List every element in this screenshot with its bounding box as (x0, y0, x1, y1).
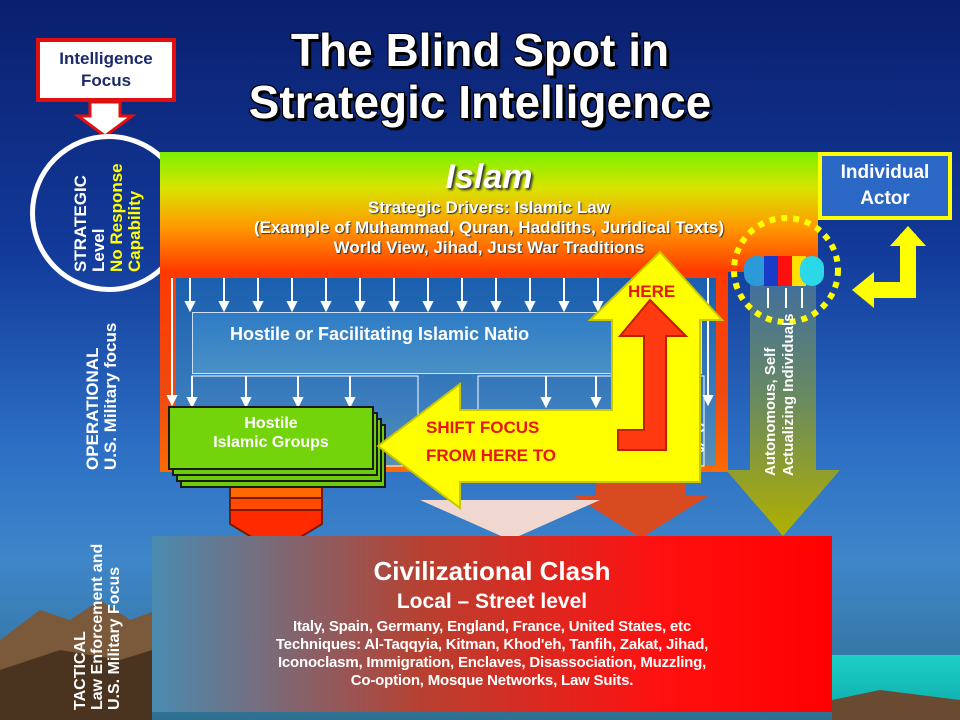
civilizational-techniques-1: Techniques: Al-Taqqyia, Kitman, Khod'eh,… (275, 636, 709, 653)
autonomous-label: Autonomous, Self Actualizing Individuals (762, 313, 798, 476)
islam-drivers: Strategic Drivers: Islamic Law (368, 198, 610, 217)
shift-focus-text: SHIFT FOCUS FROM HERE TO (426, 414, 556, 470)
individual-capsule-blue (764, 256, 778, 286)
hostile-islamic-groups-box: Hostile Islamic Groups (168, 406, 374, 470)
civilizational-clash-box (152, 536, 832, 712)
civilizational-countries: Italy, Spain, Germany, England, France, … (293, 618, 691, 635)
here-red-arrow (617, 298, 689, 451)
islam-box (160, 152, 818, 272)
title-line-2: Strategic Intelligence (248, 76, 712, 128)
individuals-dotted-circle (731, 215, 841, 325)
individual-small-arrows (767, 288, 803, 308)
hill-right (832, 690, 960, 720)
groups-line-2: Islamic Groups (213, 434, 329, 451)
actor-hook-head (852, 272, 874, 308)
drop-arrows (166, 278, 714, 407)
middle-down-arrow (574, 470, 708, 538)
civilizational-techniques-2: Iconoclasm, Immigration, Enclaves, Disas… (277, 654, 707, 671)
actor-line-2: Actor (860, 188, 910, 209)
individual-actor-box: Individual Actor (818, 152, 952, 220)
civilizational-title: Civilizational Clash (373, 556, 611, 586)
shift-line-1: SHIFT FOCUS (426, 418, 540, 437)
intelligence-focus-box: Intelligence Focus (36, 38, 176, 102)
islam-worldview: World View, Jihad, Just War Traditions (333, 238, 645, 257)
actor-up-head (890, 226, 926, 246)
center-wedge (420, 500, 600, 540)
individual-capsule-red (778, 256, 792, 286)
individual-capsule-left (744, 256, 770, 286)
title-line-1: The Blind Spot in (290, 24, 670, 76)
groups-line-1: Hostile (244, 415, 298, 432)
nations-label: Hostile or Facilitating Islamic Natio (230, 324, 530, 344)
individual-capsule-right (800, 256, 824, 286)
autonomous-line-1: Autonomous, Self (762, 347, 779, 476)
civilizational-techniques-3: Co-option, Mosque Networks, Law Suits. (350, 672, 634, 689)
intel-focus-arrow (73, 100, 137, 138)
islam-examples: (Example of Muhammad, Quran, Haddiths, J… (253, 218, 725, 237)
page-title: The Blind Spot in Strategic Intelligence (190, 24, 770, 128)
intel-line-2: Focus (80, 71, 132, 90)
actor-hook-arrow (872, 234, 916, 298)
mountain-shadow (0, 650, 152, 720)
actor-line-1: Individual (840, 162, 930, 183)
intel-line-1: Intelligence (59, 49, 153, 68)
autonomous-arrow (726, 262, 840, 536)
autonomous-line-2: Actualizing Individuals (780, 313, 797, 476)
shift-line-2: FROM HERE TO (426, 446, 557, 465)
here-label: HERE (628, 282, 676, 301)
islam-title: Islam (445, 158, 533, 196)
civilizational-subtitle: Local – Street level (396, 590, 588, 613)
